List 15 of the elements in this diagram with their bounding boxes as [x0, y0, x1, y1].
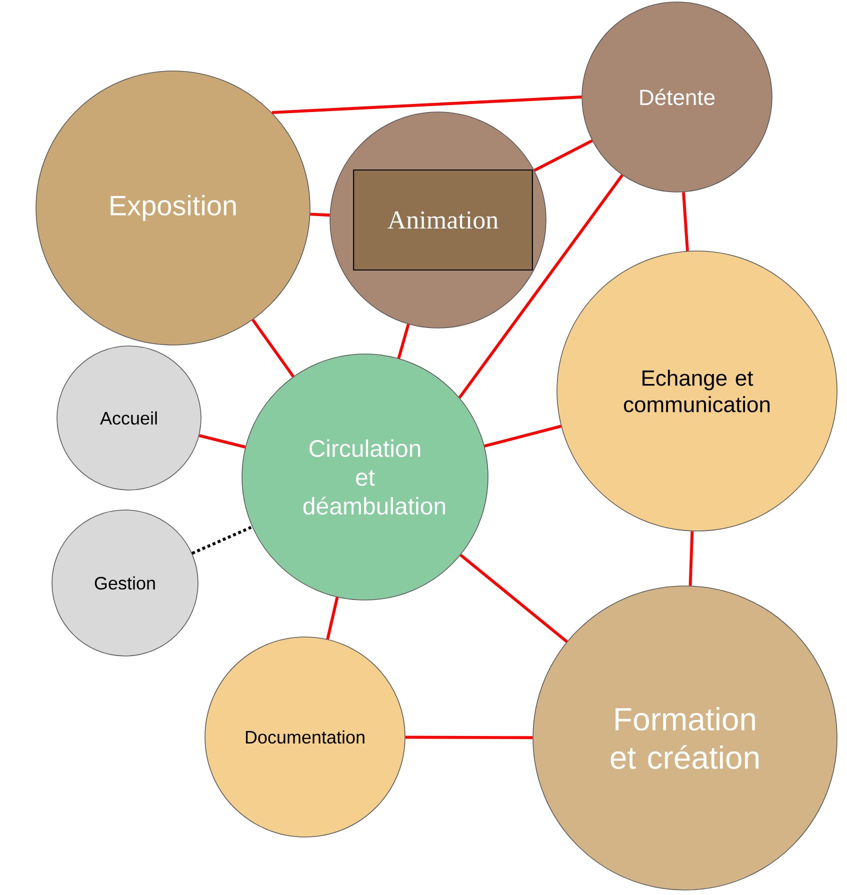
connector-line	[326, 596, 339, 640]
connector-line	[405, 736, 533, 740]
connector-line	[192, 526, 253, 555]
connector-line	[310, 212, 330, 217]
connector-line	[682, 192, 689, 252]
connector-line	[460, 554, 568, 643]
connector-line	[484, 424, 562, 448]
connector-line	[458, 174, 624, 399]
connector-line	[397, 324, 410, 359]
connector-line	[198, 434, 246, 448]
connector-line	[252, 318, 295, 378]
label-box: Animation	[353, 169, 533, 271]
connector-line	[534, 139, 593, 172]
connector-line	[688, 531, 694, 586]
connector-line	[272, 96, 582, 114]
